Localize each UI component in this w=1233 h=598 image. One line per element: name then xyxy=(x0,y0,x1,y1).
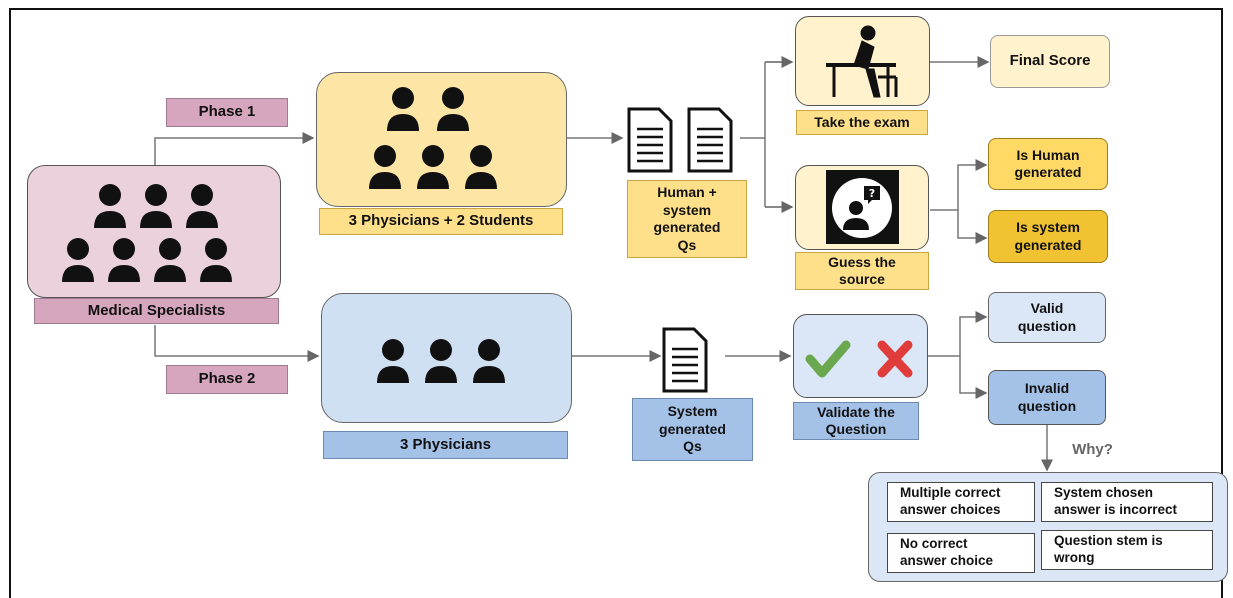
cross-icon xyxy=(877,340,913,378)
physicians-icon xyxy=(377,339,505,383)
guess-icon: ? xyxy=(826,170,899,244)
guess-source-label: Guess the source xyxy=(795,252,929,290)
medical-specialists-box xyxy=(27,165,281,298)
guess-source-box: ? xyxy=(795,165,929,250)
physicians-students-icon xyxy=(369,87,497,189)
take-exam-box xyxy=(795,16,930,106)
document-icon xyxy=(662,327,708,393)
check-cross-icon xyxy=(805,340,913,378)
phase1-label: Phase 1 xyxy=(166,98,288,127)
validate-box xyxy=(793,314,928,398)
document-icons-pair xyxy=(627,107,733,173)
exam-taker-icon xyxy=(826,25,898,98)
phase1-group-box xyxy=(316,72,567,207)
valid-question-box: Valid question xyxy=(988,292,1106,343)
svg-text:?: ? xyxy=(869,187,875,200)
validate-label: Validate the Question xyxy=(793,402,919,440)
phase2-group-label: 3 Physicians xyxy=(323,431,568,459)
invalid-question-box: Invalid question xyxy=(988,370,1106,425)
phase2-group-box xyxy=(321,293,572,423)
take-exam-label: Take the exam xyxy=(796,110,928,135)
reason-multiple-correct: Multiple correct answer choices xyxy=(887,482,1035,522)
diagram-frame xyxy=(9,8,1223,598)
reason-stem-wrong: Question stem is wrong xyxy=(1041,530,1213,570)
why-label: Why? xyxy=(1072,440,1113,458)
human-system-qs-label: Human + system generated Qs xyxy=(627,180,747,258)
is-human-box: Is Human generated xyxy=(988,138,1108,190)
final-score-box: Final Score xyxy=(990,35,1110,88)
is-system-box: Is system generated xyxy=(988,210,1108,263)
medical-specialists-label: Medical Specialists xyxy=(34,298,279,324)
specialists-group-icon xyxy=(62,184,232,282)
reason-system-incorrect: System chosen answer is incorrect xyxy=(1041,482,1213,522)
phase1-group-label: 3 Physicians + 2 Students xyxy=(319,208,563,235)
reason-no-correct: No correct answer choice xyxy=(887,533,1035,573)
check-icon xyxy=(805,340,851,378)
system-qs-label: System generated Qs xyxy=(632,398,753,461)
phase2-label: Phase 2 xyxy=(166,365,288,394)
